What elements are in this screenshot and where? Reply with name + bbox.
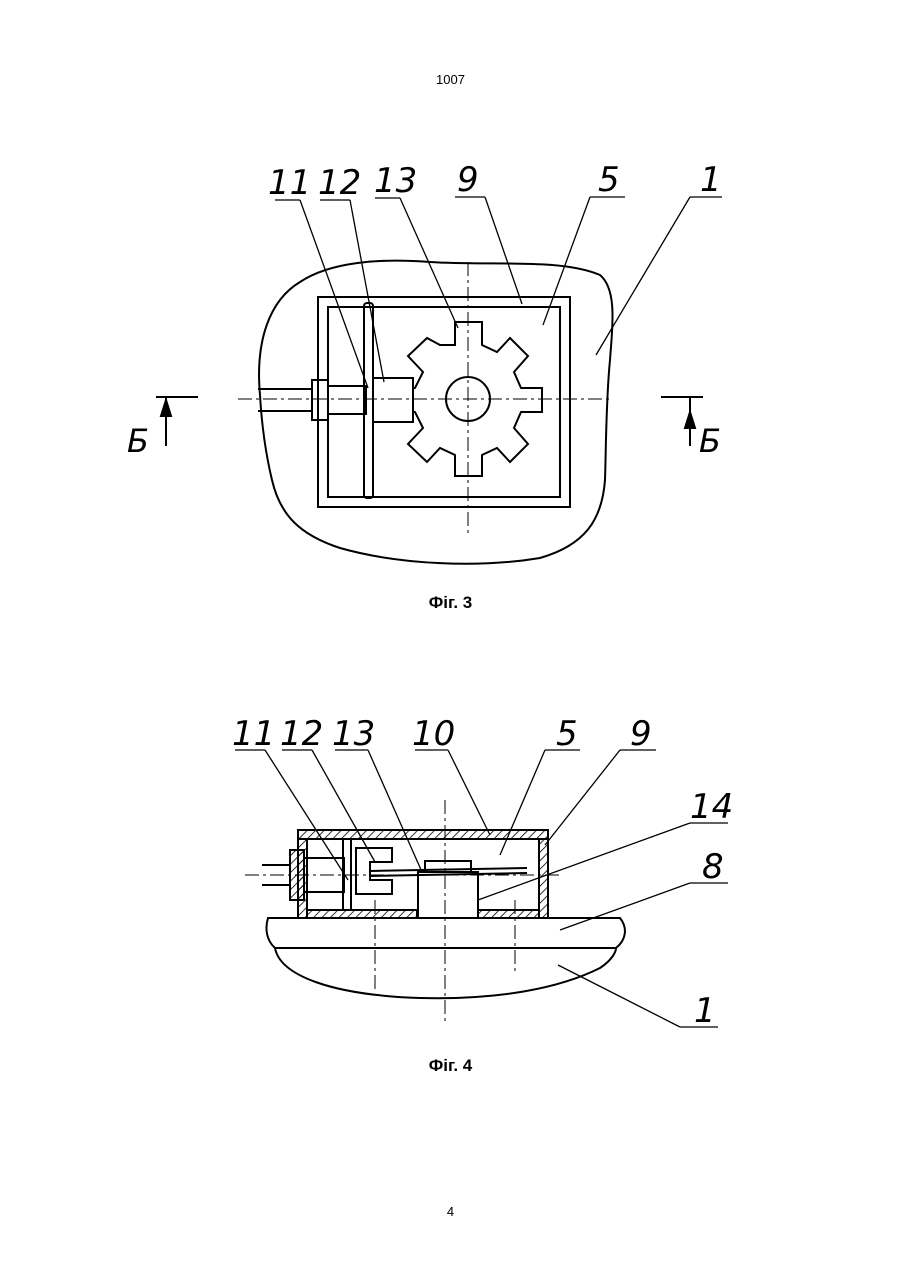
shaft-coupling — [312, 380, 328, 420]
fig3-label-12: 12 — [318, 163, 361, 203]
fig4-label-8: 8 — [702, 847, 724, 887]
fig3-label-11: 11 — [268, 163, 311, 203]
housing-bottom-left — [307, 910, 417, 918]
fig4-label-11: 11 — [232, 714, 275, 754]
fig4-label-12: 12 — [280, 714, 323, 754]
fig3-label-1: 1 — [700, 160, 722, 200]
fig4-label-13: 13 — [332, 714, 375, 754]
fig3-section-mark-left: Б — [127, 422, 149, 460]
fig4-label-1: 1 — [694, 991, 716, 1031]
fig3-label-5: 5 — [598, 160, 620, 200]
fig4-label-9: 9 — [630, 714, 652, 754]
fig4-label-5: 5 — [556, 714, 578, 754]
fig3-label-13: 13 — [374, 161, 417, 201]
housing-outer — [318, 297, 570, 507]
housing-right-wall — [539, 839, 548, 918]
fig3-section-mark-right: Б — [699, 422, 721, 460]
figure-4-caption: Фіг. 4 — [0, 1056, 901, 1076]
hub — [373, 378, 413, 422]
housing-inner — [328, 307, 560, 497]
central-hub-fig4 — [418, 872, 478, 918]
figure-3-drawing — [156, 197, 722, 564]
fig4-label-14: 14 — [690, 787, 733, 827]
housing-bottom-right — [478, 910, 539, 918]
figure-4-drawing — [235, 750, 728, 1027]
base-plate — [266, 918, 624, 948]
shaft-collar — [328, 386, 366, 414]
fig3-label-9: 9 — [457, 160, 479, 200]
figure-3-caption: Фіг. 3 — [0, 593, 901, 613]
fig4-label-10: 10 — [412, 714, 455, 754]
page-number: 4 — [0, 1204, 901, 1219]
